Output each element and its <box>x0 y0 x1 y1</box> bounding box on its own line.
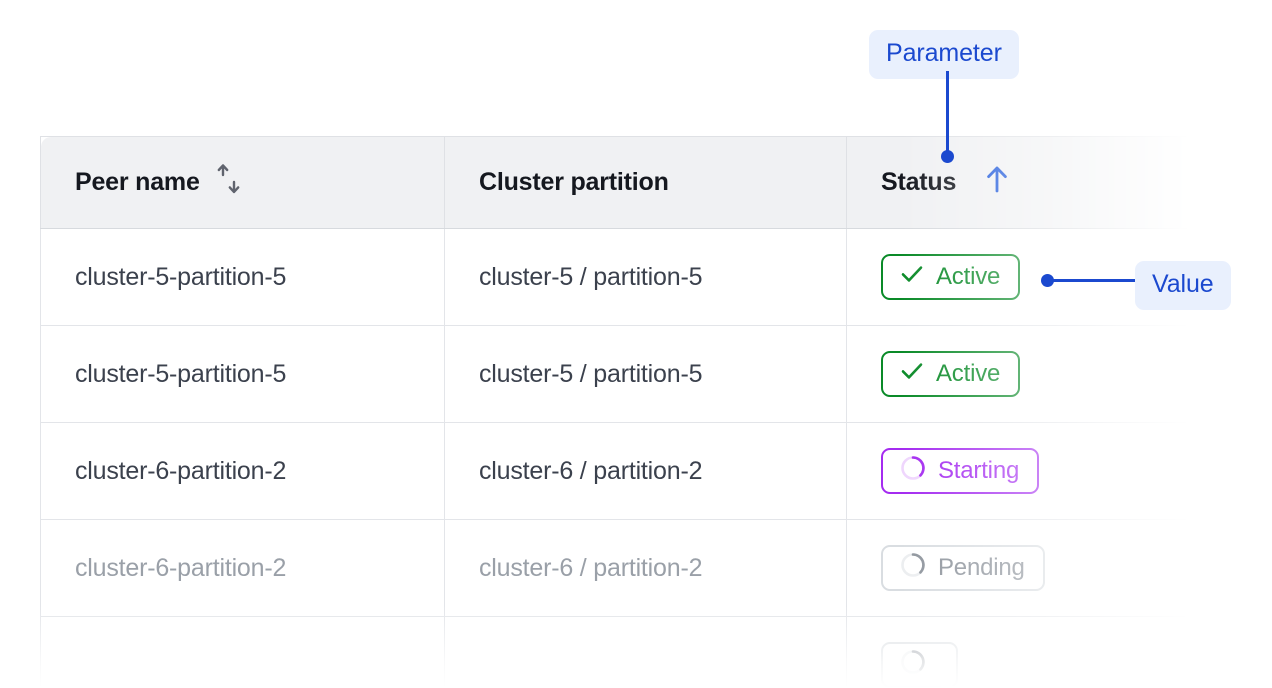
cell-cluster-partition <box>444 616 847 688</box>
sort-updown-icon[interactable] <box>214 162 244 203</box>
status-badge-label: Active <box>936 360 1001 387</box>
table-row[interactable]: cluster-6-partition-2 cluster-6 / partit… <box>40 519 1200 617</box>
spinner-icon <box>899 648 927 683</box>
cell-status: Pending <box>846 519 1200 617</box>
table-row[interactable]: cluster-6-partition-2 cluster-6 / partit… <box>40 422 1200 520</box>
cell-cluster-partition: cluster-6 / partition-2 <box>444 519 847 617</box>
check-icon <box>899 358 925 391</box>
spinner-icon <box>899 551 927 586</box>
peers-table: Peer name Cluster partition <box>40 136 1200 688</box>
table-row[interactable]: cluster-5-partition-5 cluster-5 / partit… <box>40 228 1200 326</box>
check-icon <box>899 261 925 294</box>
table-body: cluster-5-partition-5 cluster-5 / partit… <box>40 228 1200 688</box>
cell-peer-name: cluster-6-partition-2 <box>40 422 445 520</box>
status-badge[interactable]: Active <box>881 254 1021 300</box>
cell-status: Active <box>846 325 1200 423</box>
status-badge-label: Active <box>936 263 1001 290</box>
annotation-label-value: Value <box>1135 261 1231 310</box>
status-badge[interactable]: Starting <box>881 448 1040 494</box>
annotation-connector-parameter <box>946 71 949 156</box>
table-row[interactable]: cluster-5-partition-5 cluster-5 / partit… <box>40 325 1200 423</box>
cell-peer-name: cluster-5-partition-5 <box>40 325 445 423</box>
cell-peer-name: cluster-6-partition-2 <box>40 519 445 617</box>
status-badge[interactable]: Active <box>881 351 1021 397</box>
status-badge-label: Starting <box>938 457 1020 484</box>
column-header-cluster-partition-label: Cluster partition <box>479 168 669 196</box>
spinner-icon <box>899 454 927 489</box>
peers-table-container[interactable]: Peer name Cluster partition <box>40 136 1200 688</box>
table-row[interactable] <box>40 616 1200 688</box>
status-badge-label: Pending <box>938 554 1025 581</box>
cell-status: Starting <box>846 422 1200 520</box>
cell-peer-name <box>40 616 445 688</box>
annotation-dot-parameter <box>941 150 954 163</box>
column-header-status[interactable]: Status <box>846 136 1200 229</box>
column-header-status-label: Status <box>881 168 957 196</box>
annotation-label-parameter: Parameter <box>869 30 1019 79</box>
cell-cluster-partition: cluster-6 / partition-2 <box>444 422 847 520</box>
table-header-row: Peer name Cluster partition <box>40 136 1200 229</box>
status-badge[interactable]: Pending <box>881 545 1045 591</box>
table-header: Peer name Cluster partition <box>40 136 1200 229</box>
cell-cluster-partition: cluster-5 / partition-5 <box>444 325 847 423</box>
cell-peer-name: cluster-5-partition-5 <box>40 228 445 326</box>
cell-cluster-partition: cluster-5 / partition-5 <box>444 228 847 326</box>
arrow-up-icon[interactable] <box>982 163 1012 202</box>
column-header-cluster-partition[interactable]: Cluster partition <box>444 136 847 229</box>
status-badge[interactable] <box>881 642 958 688</box>
column-header-peer-name-label: Peer name <box>75 168 200 196</box>
cell-status <box>846 616 1200 688</box>
annotation-connector-value <box>1047 279 1137 282</box>
column-header-peer-name[interactable]: Peer name <box>40 136 445 229</box>
